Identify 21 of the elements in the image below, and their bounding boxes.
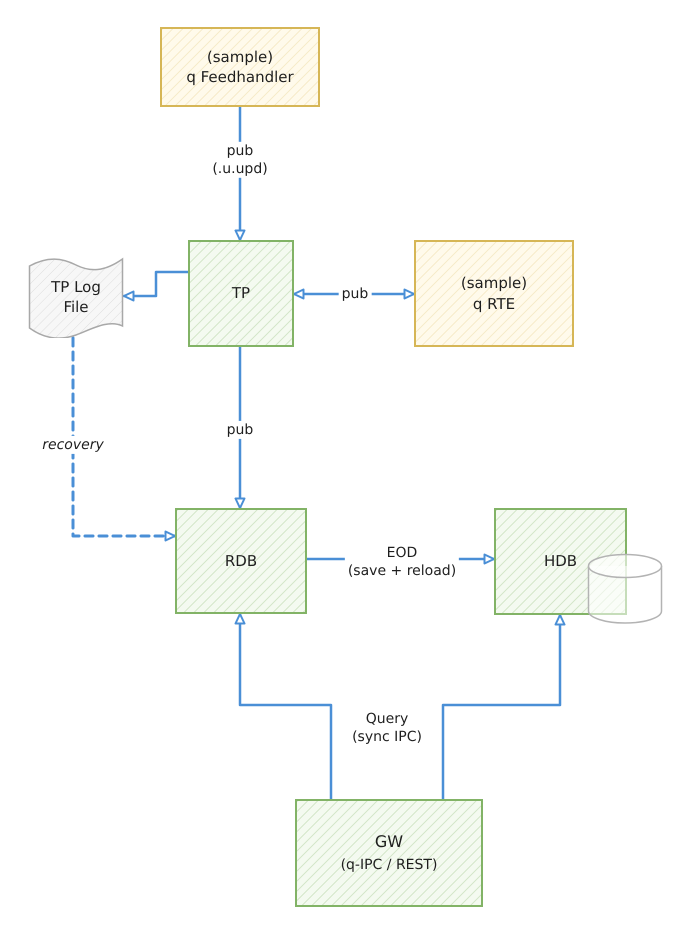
arrow xyxy=(122,270,190,302)
process-box xyxy=(175,508,307,614)
node-label: HDB xyxy=(544,551,578,572)
arrow xyxy=(442,614,566,800)
process-box xyxy=(494,508,627,615)
process-box xyxy=(160,27,320,107)
process-box xyxy=(295,799,483,907)
node-label: RDB xyxy=(224,550,258,572)
node-label: TP xyxy=(232,283,250,304)
arrow xyxy=(234,612,332,800)
dashed-arrow xyxy=(72,336,176,542)
process-box xyxy=(414,240,574,347)
node-label: GW xyxy=(374,830,404,852)
node-label: (q-IPC / REST) xyxy=(340,856,438,876)
edge-label: pub xyxy=(338,284,372,304)
document-shape xyxy=(28,256,124,338)
node-label: (sample) q RTE xyxy=(460,273,528,314)
process-box xyxy=(188,240,294,347)
arrow xyxy=(234,346,246,510)
node-label: (sample) q Feedhandler xyxy=(186,46,294,88)
node-label: TP Log File xyxy=(51,276,101,318)
